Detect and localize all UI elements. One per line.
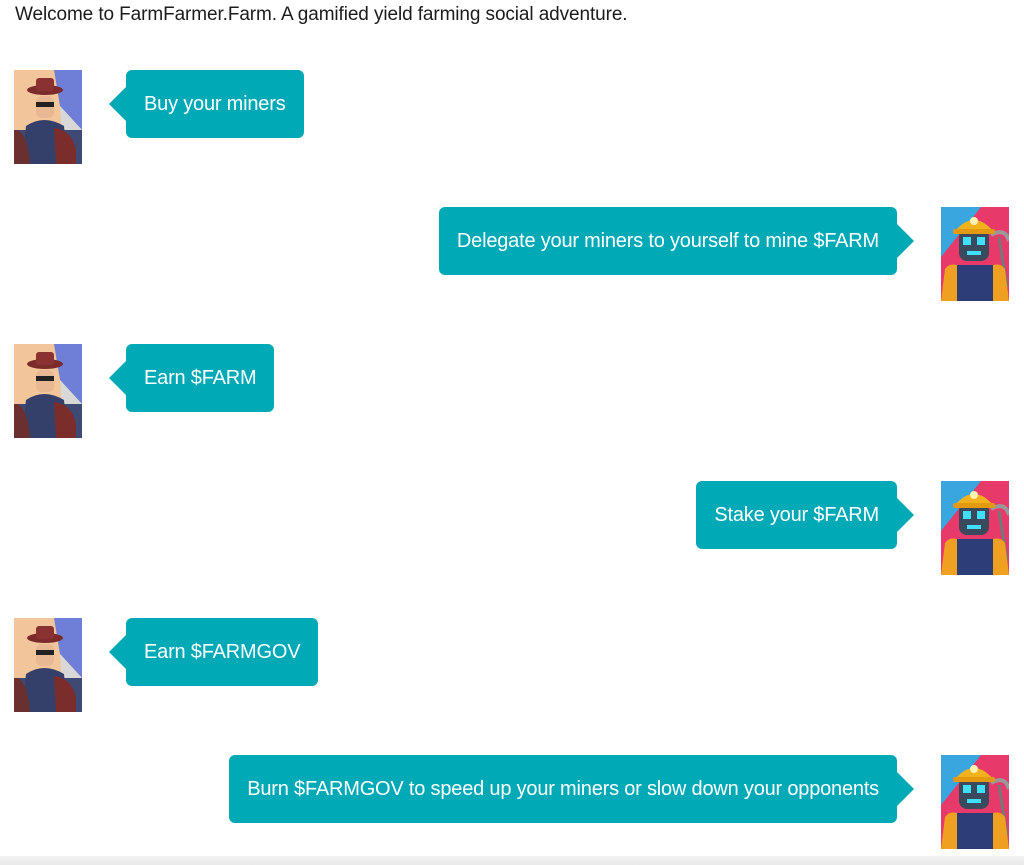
- message-row: Earn $FARM: [0, 344, 1024, 438]
- chat-bubble: Burn $FARMGOV to speed up your miners or…: [229, 755, 914, 823]
- message-row: Earn $FARMGOV: [0, 618, 1024, 712]
- chat-bubble: Earn $FARMGOV: [108, 618, 319, 686]
- bottom-edge-bar: [0, 856, 1024, 865]
- message-row: Delegate your miners to yourself to mine…: [0, 207, 1024, 301]
- chat-bubble: Buy your miners: [109, 70, 304, 138]
- intro-text: Welcome to FarmFarmer.Farm. A gamified y…: [15, 4, 628, 25]
- chat-bubble: Delegate your miners to yourself to mine…: [438, 207, 915, 275]
- miner-robot-avatar-icon: [941, 207, 1009, 301]
- message-row: Buy your miners: [0, 70, 1024, 164]
- farmer-avatar-icon: [14, 618, 82, 712]
- farmer-avatar-icon: [14, 344, 82, 438]
- message-row: Stake your $FARM: [0, 481, 1024, 575]
- miner-robot-avatar-icon: [941, 481, 1009, 575]
- chat-bubble: Stake your $FARM: [696, 481, 914, 549]
- farmer-avatar-icon: [14, 70, 82, 164]
- chat-bubble: Earn $FARM: [108, 344, 275, 412]
- miner-robot-avatar-icon: [941, 755, 1009, 849]
- message-row: Burn $FARMGOV to speed up your miners or…: [0, 755, 1024, 849]
